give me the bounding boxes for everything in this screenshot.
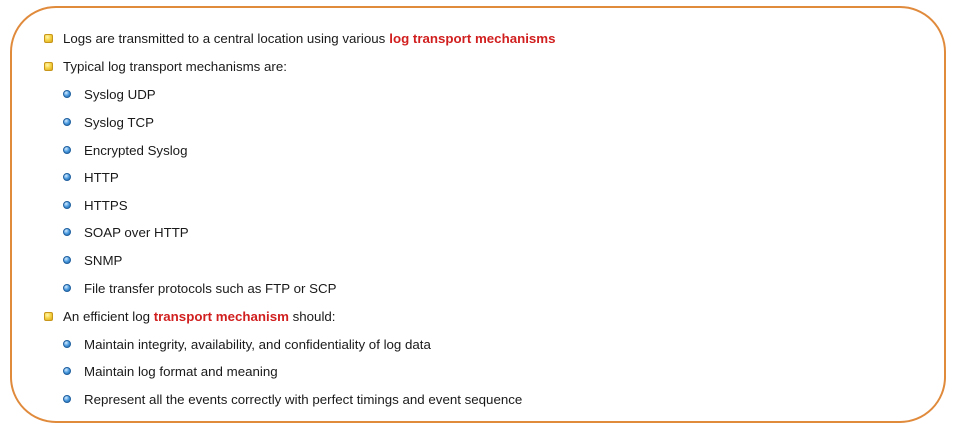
list-item-mechanism: Encrypted Syslog: [63, 140, 187, 160]
list-item-mechanism: HTTP: [63, 167, 119, 187]
mechanism-text: SNMP: [84, 252, 123, 268]
blue-circle-bullet-icon: [63, 201, 71, 209]
list-item-requirement: Maintain log format and meaning: [63, 361, 278, 381]
list-item-mechanism: HTTPS: [63, 195, 128, 215]
highlight-text: log transport mechanisms: [389, 30, 556, 46]
blue-circle-bullet-icon: [63, 118, 71, 126]
list-item-requirement: Represent all the events correctly with …: [63, 389, 522, 409]
item-text-suffix: should:: [288, 308, 336, 324]
mechanism-text: Syslog UDP: [84, 86, 156, 102]
blue-circle-bullet-icon: [63, 340, 71, 348]
blue-circle-bullet-icon: [63, 228, 71, 236]
bullet-item-transmission: Logs are transmitted to a central locati…: [44, 28, 556, 48]
blue-circle-bullet-icon: [63, 395, 71, 403]
list-item-mechanism: SNMP: [63, 250, 122, 270]
blue-circle-bullet-icon: [63, 256, 71, 264]
list-item-requirement: Maintain integrity, availability, and co…: [63, 334, 431, 354]
slide-frame: [10, 6, 946, 423]
mechanism-text: Syslog TCP: [84, 114, 154, 130]
item-text: Typical log transport mechanisms are:: [63, 58, 287, 74]
requirement-text: Maintain integrity, availability, and co…: [84, 336, 431, 352]
blue-circle-bullet-icon: [63, 90, 71, 98]
mechanism-text: Encrypted Syslog: [84, 142, 188, 158]
requirement-text: Represent all the events correctly with …: [84, 391, 523, 407]
blue-circle-bullet-icon: [63, 284, 71, 292]
yellow-square-bullet-icon: [44, 61, 53, 71]
list-item-mechanism: Syslog TCP: [63, 112, 154, 132]
mechanism-text: File transfer protocols such as FTP or S…: [84, 280, 337, 296]
blue-circle-bullet-icon: [63, 173, 71, 181]
mechanism-text: HTTPS: [84, 197, 128, 213]
blue-circle-bullet-icon: [63, 146, 71, 154]
blue-circle-bullet-icon: [63, 367, 71, 375]
bullet-item-efficient-mechanism: An efficient log transport mechanism sho…: [44, 306, 336, 326]
list-item-mechanism: File transfer protocols such as FTP or S…: [63, 278, 337, 298]
item-text-prefix: An efficient log: [63, 308, 154, 324]
mechanism-text: HTTP: [84, 169, 119, 185]
list-item-mechanism: Syslog UDP: [63, 84, 156, 104]
mechanism-text: SOAP over HTTP: [84, 224, 189, 240]
item-text: Logs are transmitted to a central locati…: [63, 30, 386, 46]
yellow-square-bullet-icon: [44, 311, 53, 321]
requirement-text: Maintain log format and meaning: [84, 363, 278, 379]
highlight-text: transport mechanism: [153, 308, 289, 324]
bullet-item-typical-mechanisms: Typical log transport mechanisms are:: [44, 56, 287, 76]
list-item-mechanism: SOAP over HTTP: [63, 222, 189, 242]
yellow-square-bullet-icon: [44, 33, 53, 43]
